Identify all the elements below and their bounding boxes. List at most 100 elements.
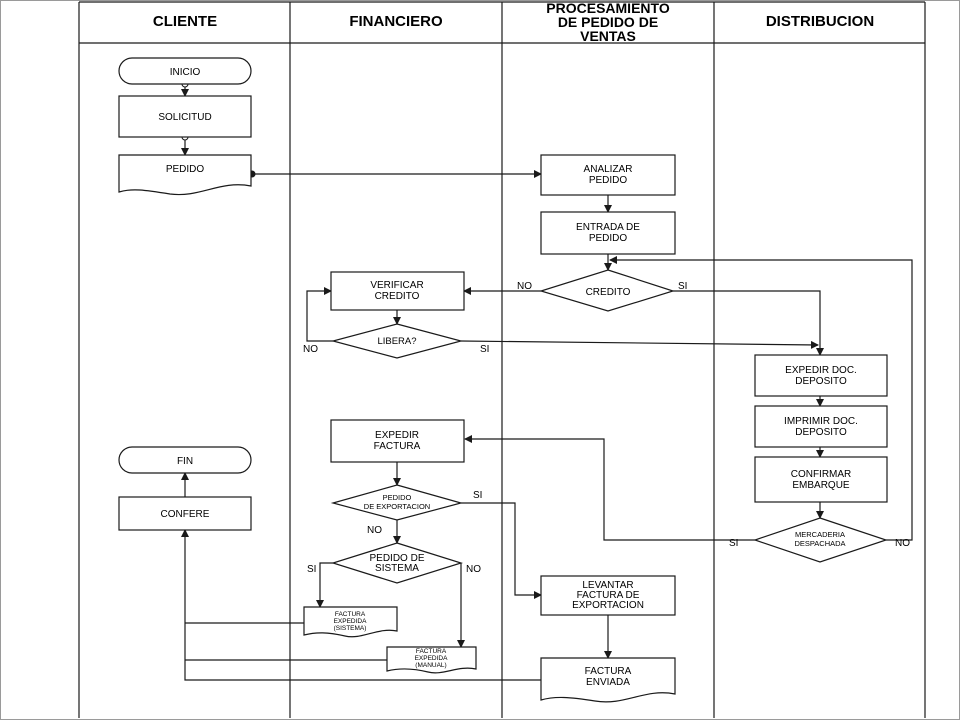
label-line: PEDIDO [589, 175, 628, 186]
edge-libera-si-expedir-doc [460, 340, 819, 349]
lane-grid [78, 1, 926, 718]
label-credito-no: NO [517, 281, 532, 292]
edge-libera-no-loop [306, 287, 333, 342]
label-line: DE EXPORTACION [364, 502, 430, 511]
process-shape [540, 154, 676, 196]
label-line: EMBARQUE [792, 480, 850, 491]
connectors [181, 84, 913, 681]
process-shape [754, 405, 888, 448]
label-line: PEDIDO [166, 164, 205, 175]
label-line: LEVANTAR [582, 580, 633, 591]
process-shape [330, 271, 465, 311]
node-fin-label: FIN [177, 456, 193, 467]
node-inicio: INICIO [118, 57, 252, 85]
label-sistema-no: NO [466, 564, 481, 575]
decision-shape [330, 542, 464, 584]
decision-shape [330, 323, 464, 359]
label-credito-si: SI [678, 281, 687, 292]
label-line: EXPEDIR [375, 430, 419, 441]
node-credito-label: CREDITO [586, 287, 631, 298]
label-line: (MANUAL) [415, 662, 446, 669]
edge-exportacion-si-levantar [461, 502, 542, 599]
label-line: SOLICITUD [158, 112, 211, 123]
node-libera-label: LIBERA? [377, 336, 416, 347]
label-line: CREDITO [586, 287, 631, 298]
document-shape [386, 646, 477, 674]
edge-mercaderia-si-expedir-factura [464, 435, 755, 541]
label-mercaderia-no: NO [895, 538, 910, 549]
label-line: INICIO [170, 67, 201, 78]
label-line: DEPOSITO [795, 427, 847, 438]
label-line: MERCADERIA [795, 530, 845, 539]
edge-credito-si-expedir-doc [673, 290, 824, 356]
node-solicitud: SOLICITUD [118, 95, 252, 138]
document-shape [540, 657, 676, 703]
node-imprimir-doc: IMPRIMIR DOC.DEPOSITO [754, 405, 888, 448]
label-line: FACTURA [374, 441, 421, 452]
label-line: EXPEDIDA [334, 618, 368, 625]
label-line: VERIFICAR [370, 280, 423, 291]
process-shape [540, 575, 676, 616]
label-libera-no: NO [303, 344, 318, 355]
decision-shape [538, 269, 675, 312]
lane-title-distribucion: DISTRIBUCION [766, 13, 874, 30]
node-pedido-label: PEDIDO [166, 164, 205, 175]
label-line: IMPRIMIR DOC. [784, 416, 858, 427]
decision-shape [753, 517, 888, 563]
edge-labels: NO SI NO SI SI NO SI NO SI NO [303, 281, 910, 575]
label-line: EXPEDIR DOC. [785, 365, 857, 376]
label-line: EXPEDIDA [415, 655, 449, 662]
lane-title-cliente: CLIENTE [153, 13, 217, 30]
decision-shape [330, 484, 464, 521]
process-shape [540, 211, 676, 255]
node-pedido: PEDIDO [118, 154, 252, 196]
label-line: CONFIRMAR [791, 469, 852, 480]
slide-left-strip [0, 0, 14, 720]
node-solicitud-label: SOLICITUD [158, 112, 211, 123]
label-line: PEDIDO DE [369, 553, 424, 564]
edge-sistema-si-factura-sistema [316, 562, 333, 608]
label-line: (SISTEMA) [334, 625, 367, 632]
node-imprimir-doc-label: IMPRIMIR DOC.DEPOSITO [784, 416, 858, 438]
label-line: ENVIADA [586, 677, 630, 688]
process-shape [754, 354, 888, 397]
label-line: VENTAS [580, 28, 636, 44]
label-line: FACTURA [585, 666, 632, 677]
node-libera: LIBERA? [330, 323, 464, 359]
label-line: PEDIDO [383, 493, 412, 502]
process-shape [754, 456, 888, 503]
label-line: FINANCIERO [349, 13, 443, 30]
label-line: PEDIDO [589, 233, 628, 244]
label-line: DISTRIBUCION [766, 13, 874, 30]
node-expedir-doc-label: EXPEDIR DOC.DEPOSITO [785, 365, 857, 387]
label-line: DE PEDIDO DE [558, 14, 658, 30]
node-inicio-label: INICIO [170, 67, 201, 78]
node-confere: CONFERE [118, 496, 252, 531]
label-line: FACTURA [335, 611, 366, 618]
label-line: FIN [177, 456, 193, 467]
label-line: EXPORTACION [572, 600, 644, 611]
label-line: DESPACHADA [794, 539, 845, 548]
label-mercaderia-si: SI [729, 538, 738, 549]
edge-factura-enviada-confere [181, 529, 541, 681]
label-line: FACTURA DE [577, 590, 640, 601]
process-shape [330, 419, 465, 463]
document-shape [118, 154, 252, 196]
